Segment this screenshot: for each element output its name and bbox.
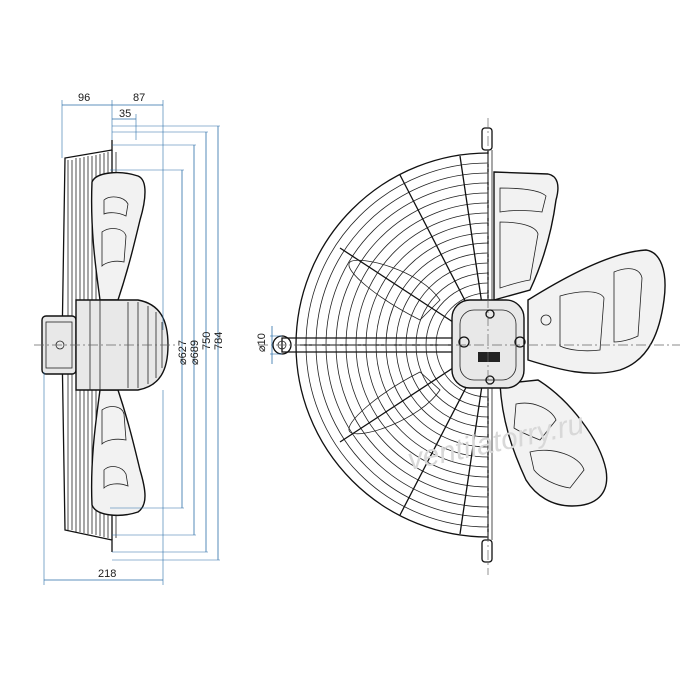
side-view [34,140,178,552]
side-blade-upper [90,171,146,301]
front-blade-lower [499,379,608,507]
side-dimensions: 96 87 35 ⌀627 ⌀689 750 784 218 [43,92,225,585]
side-blade-lower [90,389,146,517]
hub-label-plate [478,352,500,362]
dim-bottom-width: 218 [98,568,116,580]
dim-top-right: 87 [133,92,145,104]
front-blade-upper [493,171,559,301]
dim-dia-627: ⌀627 [177,340,189,365]
dim-top-small: 35 [119,108,131,120]
dim-dia-750: 750 [201,332,213,350]
dim-top-left: 96 [78,92,90,104]
front-blade-right [527,249,666,374]
front-view [258,118,680,575]
dim-dia-689: ⌀689 [189,340,201,365]
hole-dimension: ⌀10 [256,326,282,364]
dim-hole: ⌀10 [256,333,268,352]
dim-dia-784: 784 [213,332,225,350]
